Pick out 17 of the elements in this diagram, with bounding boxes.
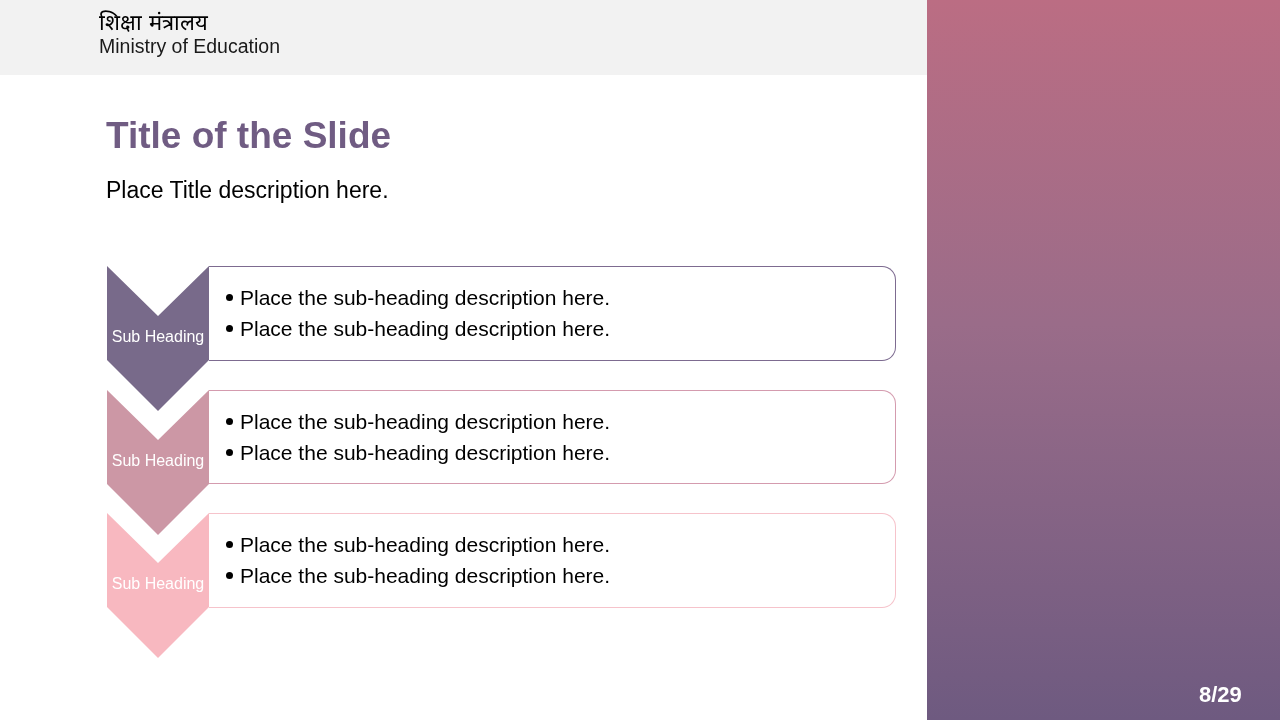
chevron-label: Sub Heading bbox=[110, 327, 206, 346]
rounded-box bbox=[209, 266, 896, 361]
rounded-box bbox=[209, 390, 896, 484]
chevron-label: Sub Heading bbox=[110, 451, 206, 470]
bullet-text: Place the sub-heading description here. bbox=[240, 409, 611, 435]
bullet-text: Place the sub-heading description here. bbox=[240, 285, 611, 311]
bullet-text: Place the sub-heading description here. bbox=[240, 316, 611, 342]
slide-description: Place Title description here. bbox=[106, 177, 389, 204]
bullet-text: Place the sub-heading description here. bbox=[240, 563, 611, 589]
page-number: 8/29 bbox=[1199, 682, 1242, 708]
bullet-text: Place the sub-heading description here. bbox=[240, 532, 611, 558]
chevron-label: Sub Heading bbox=[110, 574, 206, 593]
header-title: शिक्षा मंत्रालय bbox=[99, 10, 208, 36]
bullet-text: Place the sub-heading description here. bbox=[240, 440, 611, 466]
slide-title: Title of the Slide bbox=[106, 115, 392, 158]
rounded-box bbox=[209, 513, 896, 608]
header-subtitle: Ministry of Education bbox=[99, 35, 280, 58]
